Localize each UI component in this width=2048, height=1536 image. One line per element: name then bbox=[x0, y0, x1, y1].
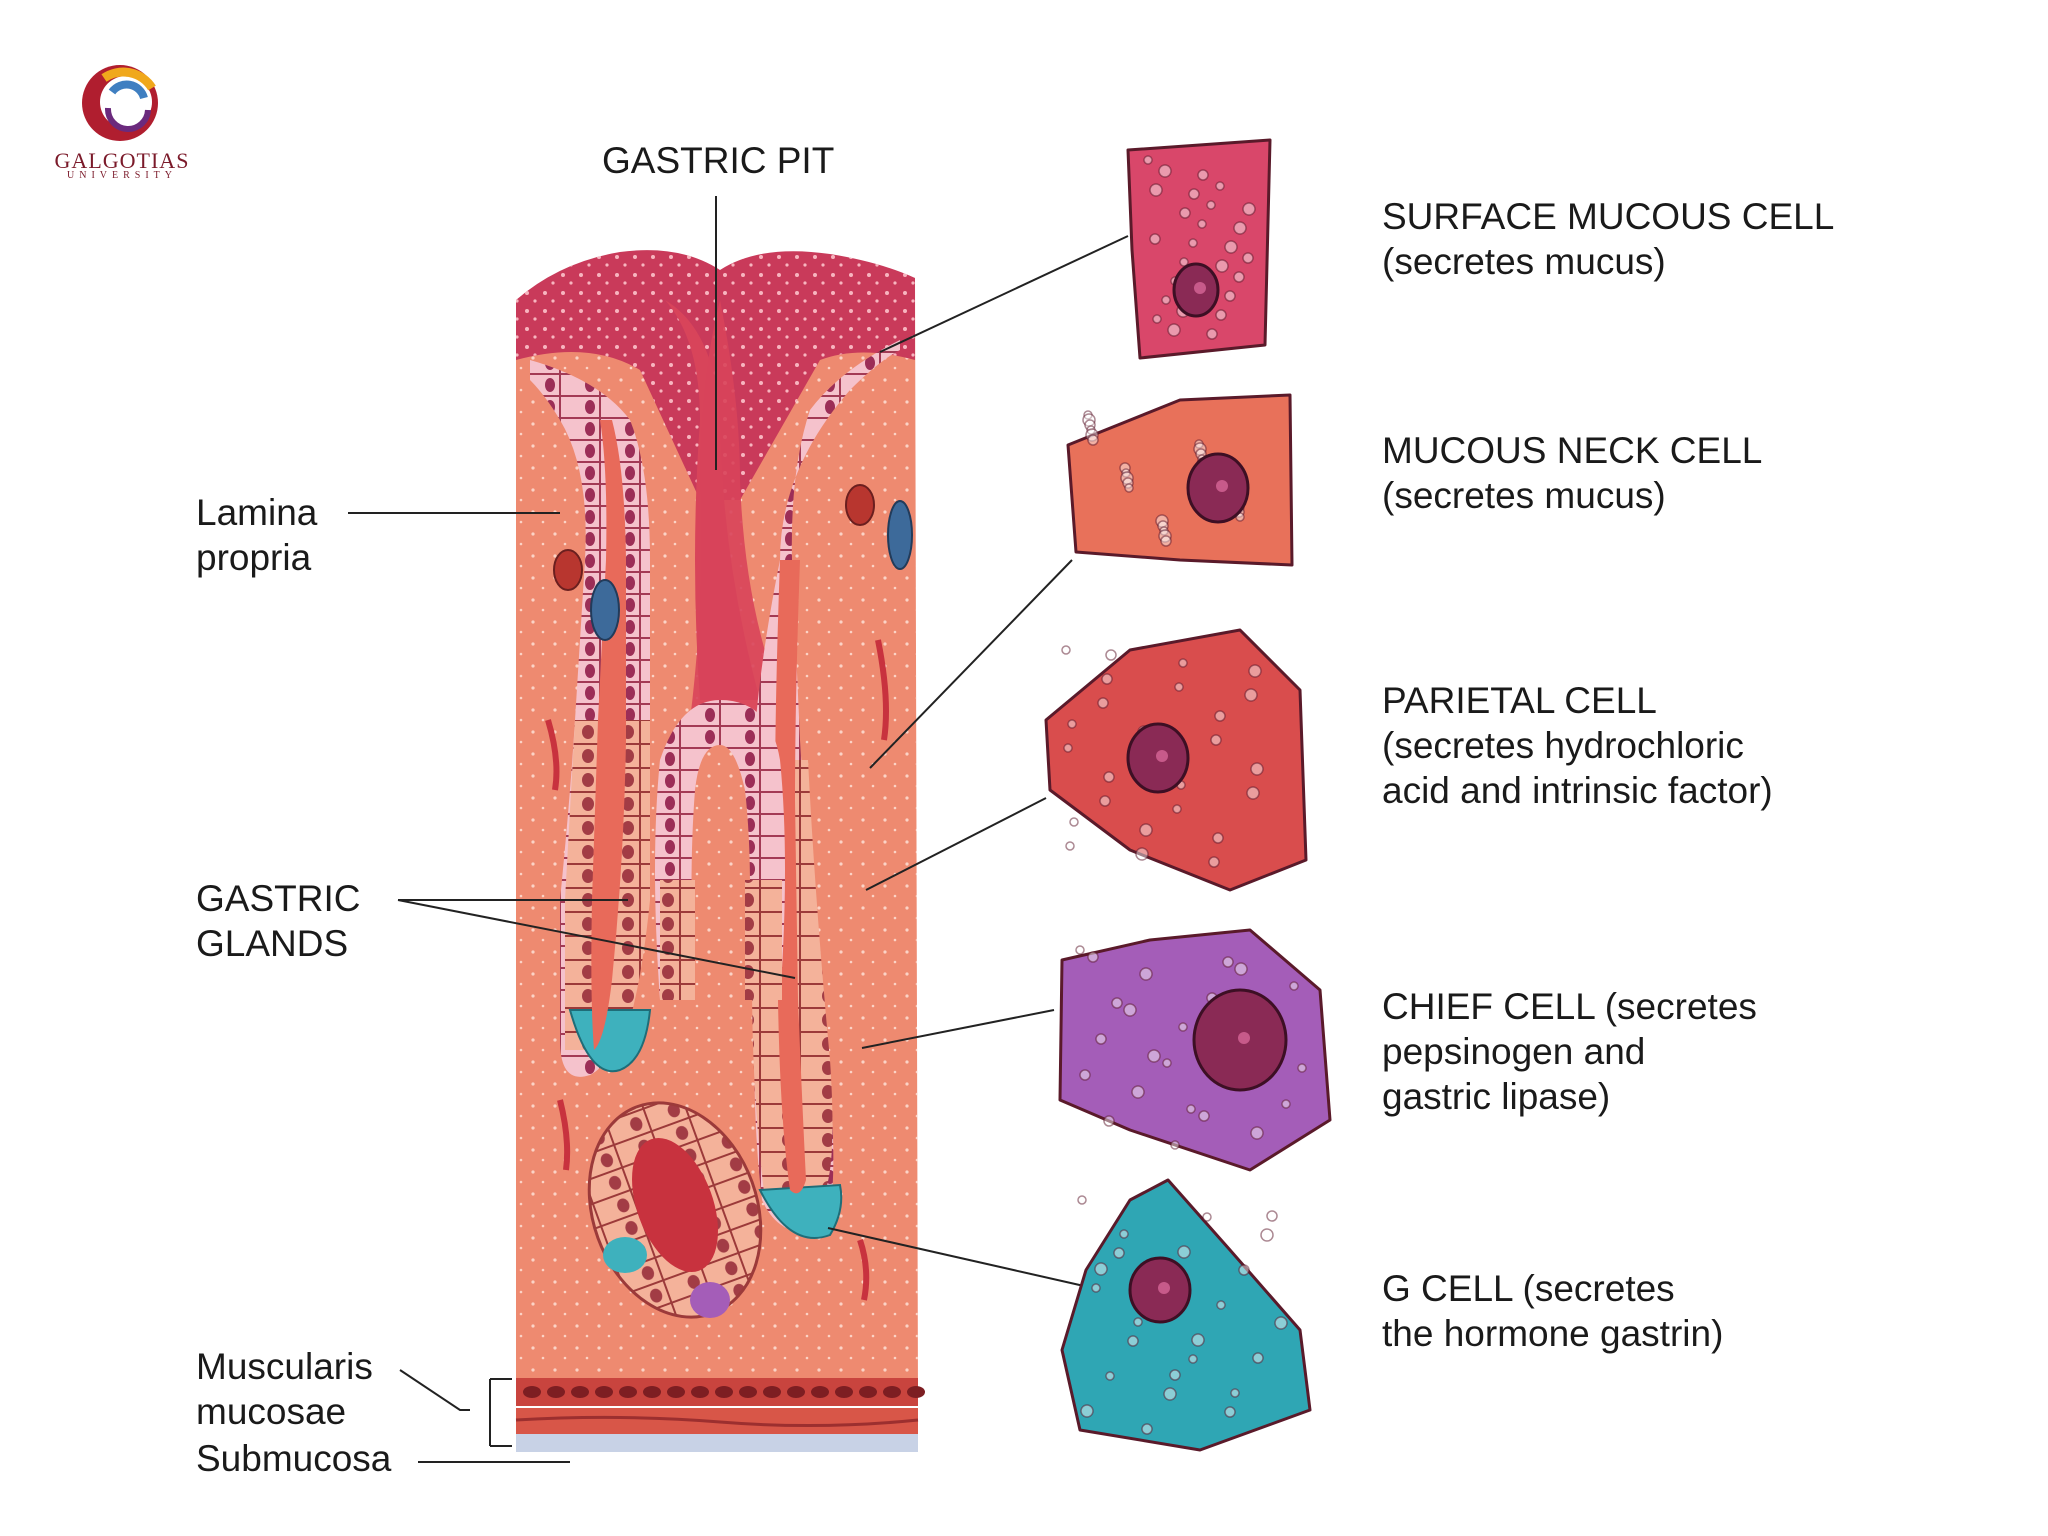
university-logo bbox=[82, 65, 158, 141]
mucous-neck-cell-drawing bbox=[1066, 393, 1294, 567]
label-mucous-neck-cell: MUCOUS NECK CELL (secretes mucus) bbox=[1382, 430, 1763, 516]
label-surface-mucous-cell: SURFACE MUCOUS CELL (secretes mucus) bbox=[1382, 196, 1835, 282]
parietal-cell-drawing bbox=[1044, 628, 1308, 892]
submucosa-band bbox=[516, 1434, 918, 1452]
logo-wordmark: GALGOTIAS bbox=[54, 148, 190, 173]
g-cell-drawing bbox=[1060, 1178, 1312, 1452]
label-g-cell: G CELL (secretes the hormone gastrin) bbox=[1382, 1268, 1724, 1354]
chief-cell-drawing bbox=[1058, 928, 1332, 1172]
surface-mucous-cell-drawing bbox=[1126, 138, 1272, 360]
leader-lines bbox=[348, 196, 1129, 1463]
label-submucosa: Submucosa bbox=[196, 1438, 392, 1479]
blood-vessels bbox=[545, 484, 913, 1301]
logo-subtitle: UNIVERSITY bbox=[67, 170, 177, 181]
label-lamina-propria: Lamina propria bbox=[196, 492, 318, 578]
label-muscularis-mucosae: Muscularis mucosae bbox=[196, 1346, 373, 1432]
muscularis-mucosae-band bbox=[515, 1378, 925, 1434]
label-gastric-glands: GASTRIC GLANDS bbox=[196, 878, 361, 964]
label-gastric-pit: GASTRIC PIT bbox=[602, 140, 835, 181]
gland-cross-section bbox=[587, 1101, 763, 1319]
left-gastric-gland bbox=[530, 360, 652, 1077]
label-parietal-cell: PARIETAL CELL (secretes hydrochloric aci… bbox=[1382, 680, 1773, 811]
label-chief-cell: CHIEF CELL (secretes pepsinogen and gast… bbox=[1382, 986, 1757, 1117]
